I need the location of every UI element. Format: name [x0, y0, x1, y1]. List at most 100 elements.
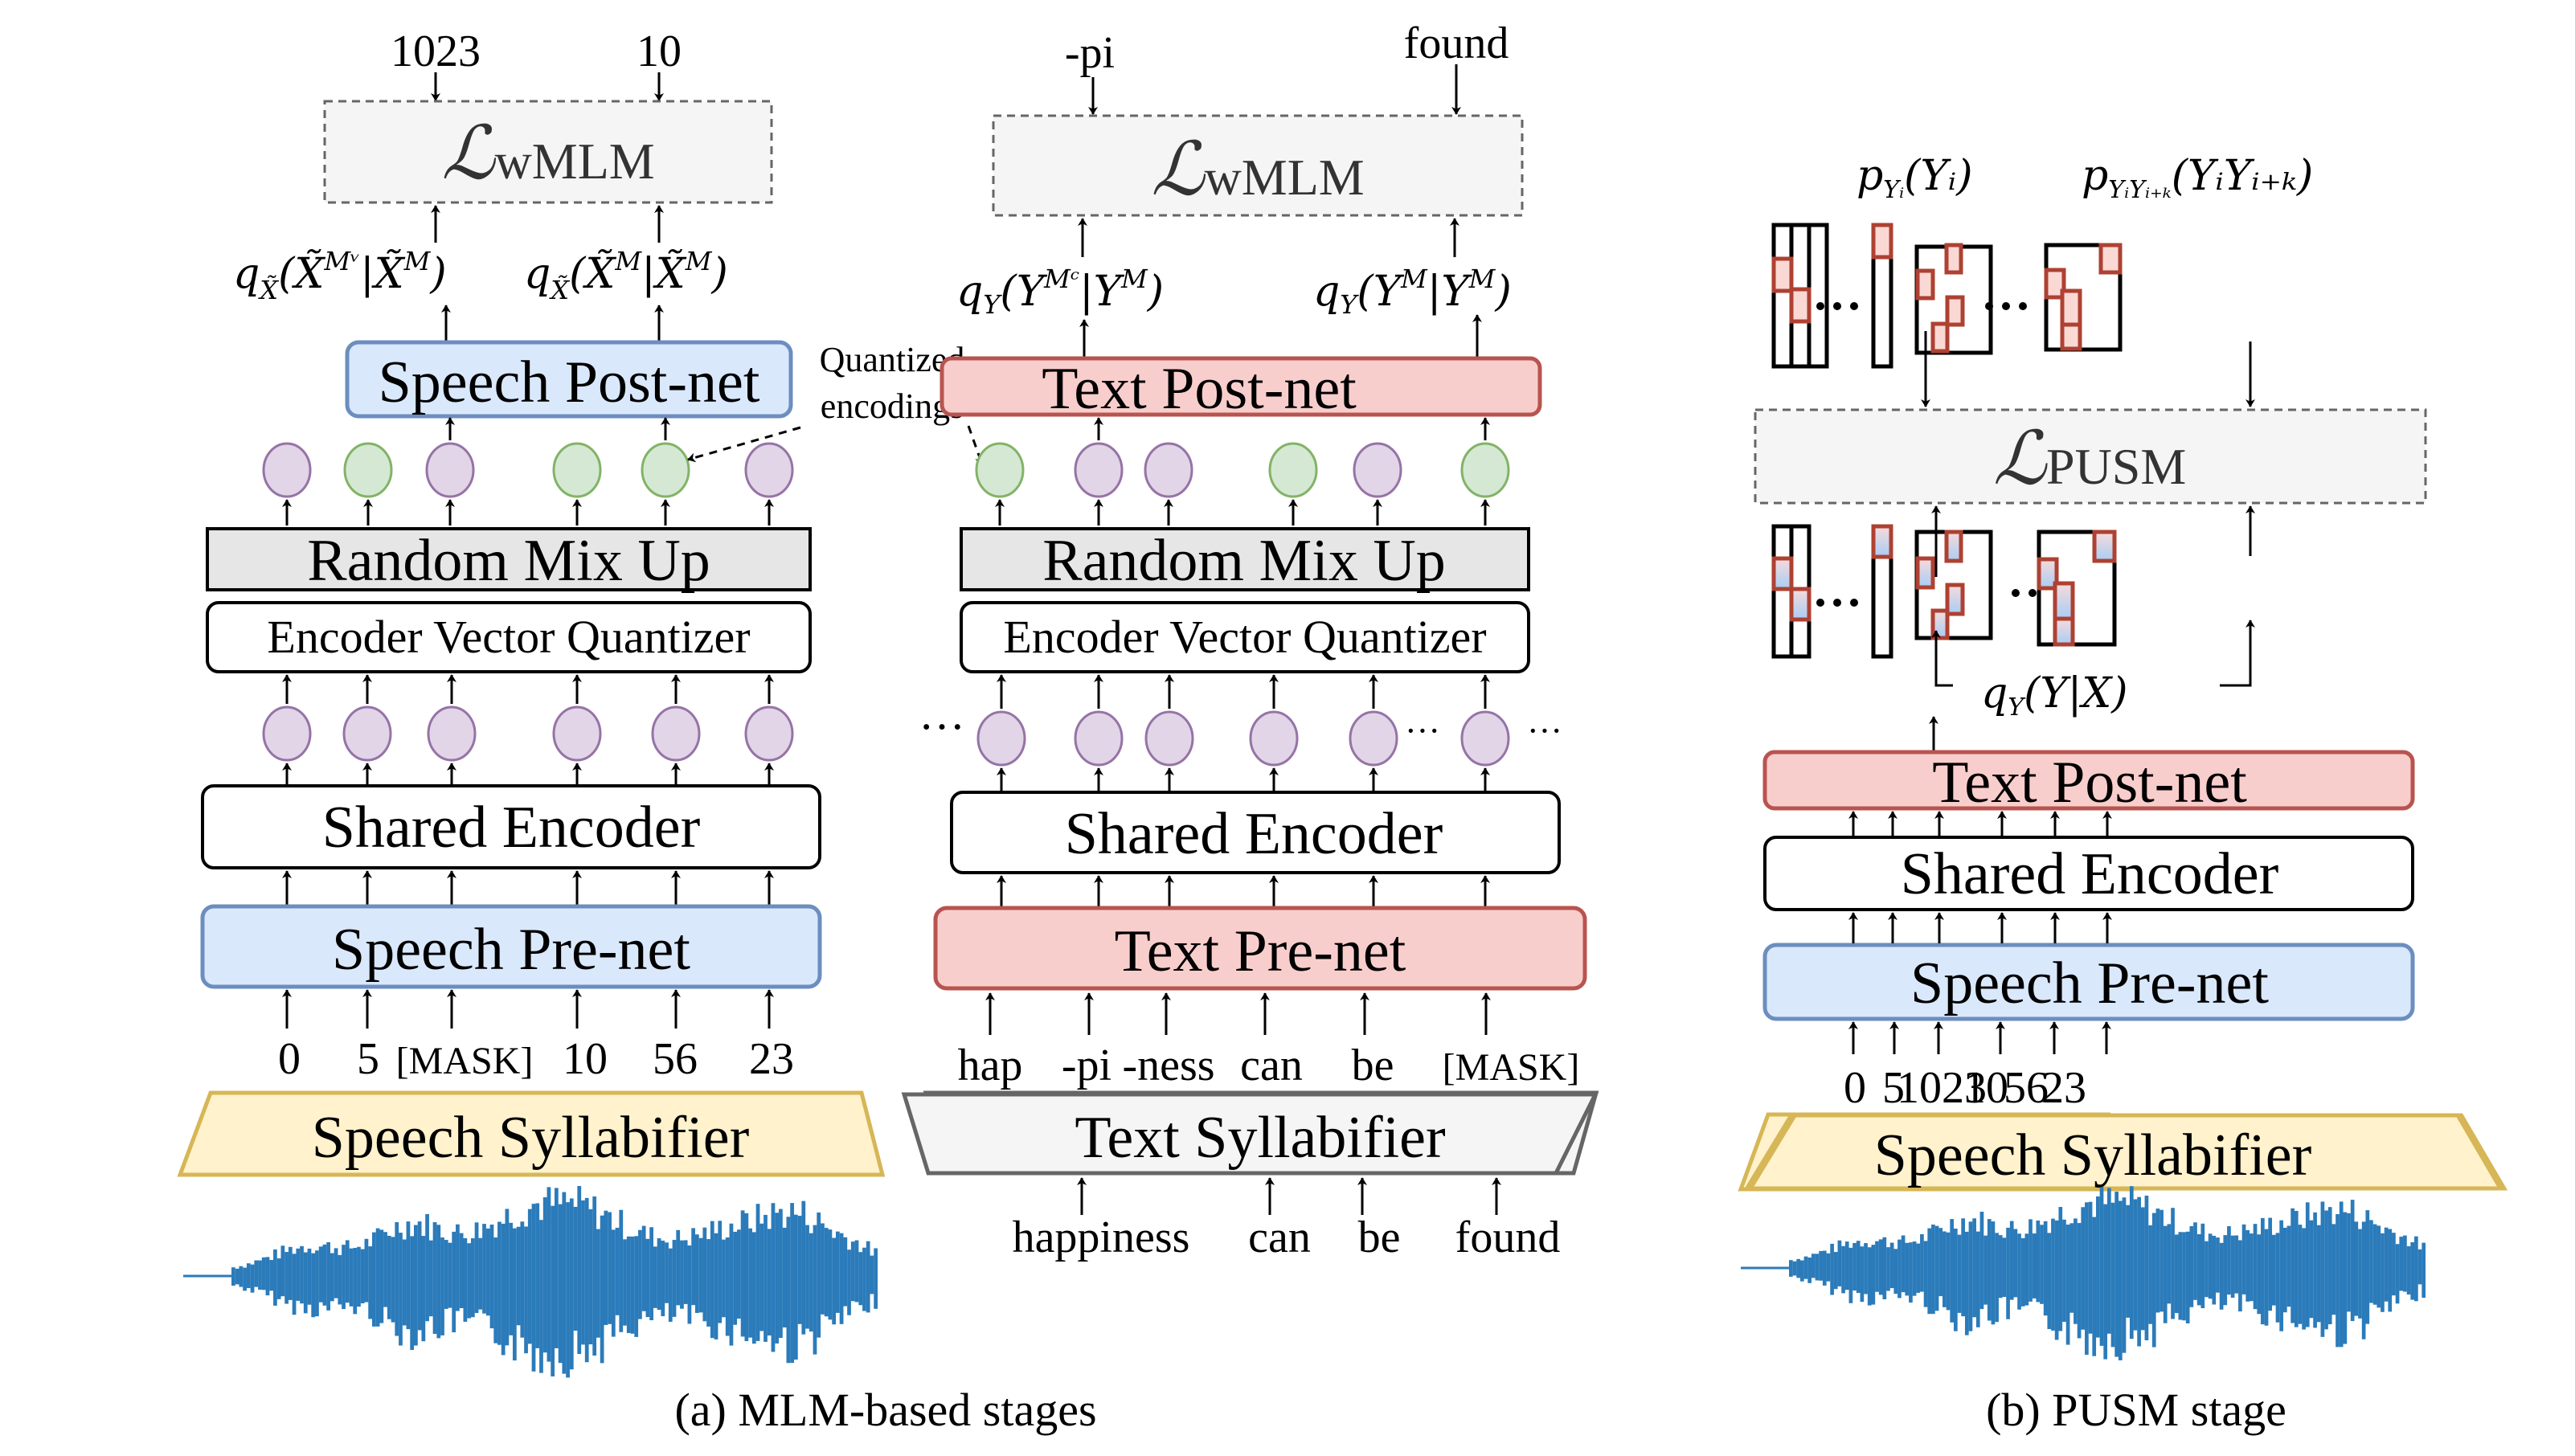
text-output-formula: qY(YMᶜ|YM) — [956, 264, 1164, 320]
posterior-label: qY(Y|X) — [1981, 669, 2128, 722]
ellipsis-dot — [1850, 302, 1858, 310]
waveform-bar — [2144, 1195, 2149, 1341]
waveform-bar — [2159, 1209, 2164, 1312]
caption-b: (b) PUSM stage — [1986, 1384, 2286, 1436]
waveform-bar — [687, 1245, 692, 1324]
waveform-bar — [2410, 1241, 2415, 1300]
waveform-bar — [2230, 1235, 2235, 1299]
speech-target-token: 1023 — [391, 27, 481, 76]
quantized-encoding-node — [1268, 442, 1318, 498]
token-label: 23 — [2041, 1063, 2086, 1113]
waveform-bar — [2354, 1221, 2359, 1316]
waveform-bar — [1893, 1249, 1898, 1294]
prior-cell — [1930, 321, 1950, 354]
waveform-bar — [1938, 1228, 1943, 1297]
waveform-bar — [2241, 1224, 2246, 1294]
waveform-bar — [2088, 1201, 2093, 1334]
posterior-cell — [2092, 530, 2117, 563]
mixup-label: Random Mix Up — [1042, 528, 1446, 594]
waveform-bar — [276, 1258, 281, 1299]
waveform-bar — [2384, 1227, 2389, 1302]
waveform-bar — [2403, 1235, 2407, 1292]
waveform-bar — [584, 1197, 589, 1363]
waveform-bar — [2316, 1225, 2321, 1323]
waveform-bar — [330, 1253, 334, 1302]
token-label: 10 — [1963, 1063, 2008, 1113]
text-shared-encoder-block: Shared Encoder — [950, 791, 1561, 874]
waveform-bar — [1864, 1243, 1868, 1294]
waveform-bar — [2006, 1227, 2010, 1319]
posterior-cell — [1771, 556, 1794, 591]
waveform-bar — [432, 1222, 437, 1335]
waveform-bar — [2002, 1237, 2007, 1297]
prior-matrices — [1771, 223, 1993, 369]
waveform-bar — [809, 1233, 813, 1332]
waveform-bar — [2114, 1192, 2119, 1357]
waveform-bar — [2182, 1232, 2186, 1321]
waveform-bar — [254, 1260, 259, 1287]
waveform-bar — [421, 1236, 426, 1342]
waveform-bar — [2347, 1213, 2351, 1312]
waveform-bar — [2350, 1200, 2355, 1322]
waveform-bar — [680, 1240, 684, 1309]
text-target-token: -pi — [1065, 28, 1115, 78]
continuous-encoding-node — [425, 442, 475, 498]
prior-cell — [1771, 256, 1794, 293]
token-label: 0 — [1844, 1063, 1866, 1113]
waveform-bar — [1792, 1261, 1797, 1276]
text-wmlm-loss-box: ℒwMLM — [992, 114, 1524, 217]
waveform-bar — [751, 1232, 756, 1344]
waveform-bar — [436, 1225, 441, 1339]
waveform-bar — [2167, 1224, 2172, 1304]
waveform-bar — [2054, 1220, 2059, 1340]
speech-random-mixup-block: Random Mix Up — [206, 527, 812, 594]
waveform-bar — [698, 1237, 703, 1313]
token-label: happiness — [1013, 1213, 1190, 1262]
waveform-bar — [1905, 1242, 1910, 1296]
waveform-bar — [512, 1228, 517, 1361]
waveform-bar — [1897, 1239, 1902, 1299]
waveform-bar — [737, 1229, 741, 1319]
pusm-panel: pYᵢ(Yᵢ) pYᵢYᵢ₊ₖ(YᵢYᵢ₊ₖ) — [1738, 152, 2508, 1360]
waveform-bar — [854, 1240, 859, 1303]
waveform-bar — [847, 1249, 851, 1315]
waveform-bar — [261, 1257, 266, 1290]
waveform-bar — [566, 1202, 570, 1378]
waveform-bar — [668, 1248, 673, 1322]
loss-label: ℒwMLM — [441, 110, 654, 196]
waveform-bar — [2178, 1232, 2183, 1320]
syllabifier-label: Text Syllabifier — [1075, 1105, 1445, 1171]
token-label: be — [1352, 1041, 1394, 1090]
waveform-bar — [733, 1231, 738, 1325]
waveform-bar — [535, 1203, 540, 1348]
waveform-bar — [2040, 1225, 2044, 1304]
waveform-bar — [368, 1246, 373, 1319]
token-label: 56 — [2004, 1063, 2049, 1113]
ellipsis-dot — [2019, 302, 2027, 310]
prior-cell — [1945, 295, 1965, 327]
ellipsis-dot — [1833, 302, 1841, 310]
waveform-bar — [1983, 1235, 1988, 1305]
continuous-encoding-node — [1349, 710, 1398, 767]
waveform-bar — [444, 1240, 448, 1309]
waveform-bar — [2286, 1225, 2291, 1307]
waveform-bar — [2107, 1188, 2111, 1334]
waveform-bar — [292, 1254, 297, 1315]
waveform-bar — [2219, 1242, 2224, 1310]
speech-waveform — [183, 1185, 878, 1378]
waveform-bar — [406, 1221, 411, 1330]
waveform-bar — [2047, 1233, 2052, 1330]
waveform-bar — [801, 1200, 806, 1335]
continuous-encoding-node — [1074, 442, 1124, 498]
waveform-bar — [2253, 1224, 2258, 1310]
waveform-bar — [2200, 1223, 2205, 1309]
waveform-bar — [858, 1252, 863, 1306]
waveform-bar — [547, 1187, 551, 1362]
waveform-bar — [714, 1233, 718, 1339]
waveform-bar — [2051, 1218, 2055, 1331]
text-output-formula: qY(YM|YM) — [1313, 264, 1512, 320]
speech-output-formula: qX̃(X̃Mᵛ|X̃M) — [233, 246, 447, 305]
waveform-bar — [497, 1221, 501, 1345]
waveform-bar — [779, 1209, 783, 1339]
